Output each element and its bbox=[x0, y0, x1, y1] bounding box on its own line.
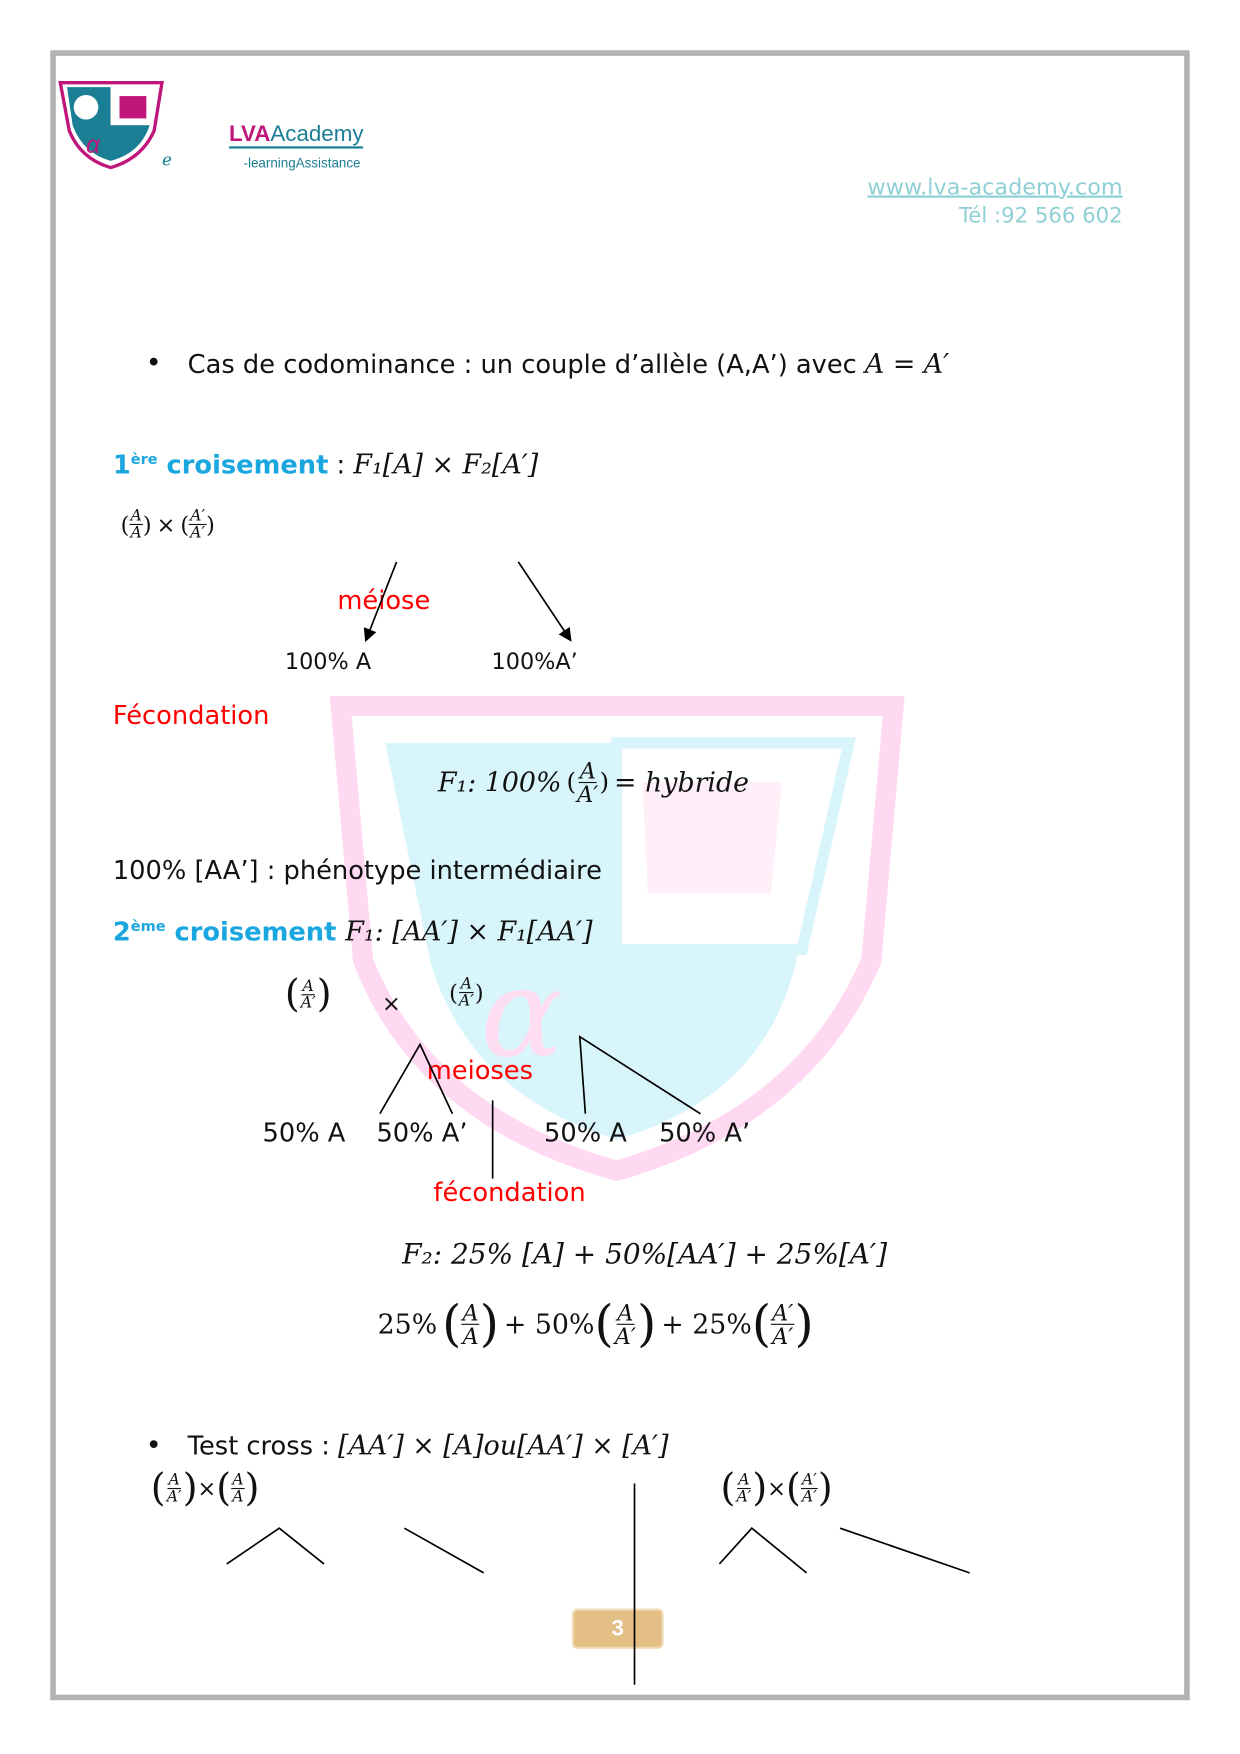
branch-line bbox=[379, 1042, 454, 1115]
page-number-badge: 3 bbox=[571, 1608, 664, 1649]
times-sign: × bbox=[197, 1474, 217, 1502]
fraction-num: A bbox=[461, 1299, 480, 1326]
fraction-den: A bbox=[130, 523, 142, 542]
bullet-math: A = A′ bbox=[864, 348, 950, 380]
cross1-colon: : bbox=[328, 451, 354, 481]
bullet-text: Test cross : bbox=[187, 1432, 339, 1462]
times-sign: × bbox=[156, 511, 176, 538]
fraction-num: A bbox=[616, 1299, 635, 1326]
codominance-bullet: Cas de codominance : un couple d’allèle … bbox=[188, 349, 950, 380]
cross2-label: croisement bbox=[165, 918, 346, 948]
academy-logo: α bbox=[58, 80, 164, 170]
times-sign: × bbox=[767, 1474, 786, 1502]
cross2-heading: 2ème croisement F₁: [AA′] × F₁[AA′] bbox=[113, 916, 593, 947]
genotype-pct: + 25% bbox=[661, 1308, 752, 1340]
phone-number: Tél :92 566 602 bbox=[958, 203, 1123, 228]
gamete: 50% A bbox=[262, 1119, 346, 1149]
fraction-den: A′ bbox=[801, 1487, 817, 1506]
meiosis-label: méiose bbox=[337, 586, 431, 616]
gamete: 50% A bbox=[544, 1119, 627, 1149]
fraction-den: A bbox=[232, 1487, 244, 1506]
bullet-icon: • bbox=[148, 344, 159, 378]
fraction-num: A bbox=[167, 1470, 181, 1489]
fraction-den: A′ bbox=[300, 993, 316, 1012]
fraction-num: A bbox=[459, 975, 474, 994]
f2-phenotypes: F₂: 25% [A] + 50%[AA′] + 25%[A′] bbox=[402, 1237, 888, 1271]
bullet-text: Cas de codominance : un couple d’allèle … bbox=[187, 350, 865, 380]
cross2-num: 2 bbox=[112, 918, 131, 948]
cross1-sup: ère bbox=[130, 451, 158, 469]
cross2-formula: F₁: [AA′] × F₁[AA′] bbox=[345, 916, 593, 948]
fraction-den: A′ bbox=[458, 991, 474, 1010]
genotype-pct: + 50% bbox=[503, 1308, 595, 1340]
cross1-num: 1 bbox=[112, 451, 131, 481]
fraction-den: A′ bbox=[614, 1322, 636, 1350]
arrow-line bbox=[363, 561, 398, 643]
gamete: 50% A’ bbox=[376, 1119, 468, 1149]
times-sign: × bbox=[382, 989, 401, 1017]
genotype-pct: 25% bbox=[377, 1308, 438, 1340]
gamete: 50% A’ bbox=[659, 1119, 751, 1149]
branch-line bbox=[839, 1527, 970, 1574]
fraction-num: A′ bbox=[771, 1299, 795, 1326]
arrow-line bbox=[517, 561, 572, 642]
fraction-den: A′ bbox=[736, 1487, 752, 1506]
gamete-2: 100%A’ bbox=[491, 647, 578, 675]
brand-lva: LVA bbox=[229, 121, 271, 147]
gamete-1: 100% A bbox=[284, 647, 372, 675]
fraction-num: A bbox=[578, 757, 597, 785]
fraction-den: A bbox=[462, 1322, 479, 1350]
brand-tagline: -learningAssistance bbox=[243, 155, 361, 171]
fertilization-label-2: fécondation bbox=[433, 1178, 586, 1208]
branch-line bbox=[226, 1527, 325, 1565]
fraction-num: A bbox=[737, 1470, 751, 1489]
meioses-label: meioses bbox=[426, 1056, 534, 1086]
branch-line bbox=[578, 1035, 701, 1115]
fraction-num: A bbox=[231, 1470, 245, 1489]
fraction-den: A′ bbox=[166, 1487, 182, 1506]
fraction-num: A′ bbox=[189, 507, 207, 526]
website-link[interactable]: www.lva-academy.com bbox=[867, 173, 1123, 200]
branch-line bbox=[403, 1527, 485, 1574]
fraction-num: A bbox=[129, 507, 143, 526]
phenotype-line: 100% [AA’] : phénotype intermédiaire bbox=[112, 856, 602, 886]
fraction-den: A′ bbox=[577, 780, 599, 808]
page-border bbox=[50, 50, 1190, 1701]
branch-line bbox=[718, 1527, 808, 1574]
fraction-den: A′ bbox=[772, 1322, 794, 1350]
fertilization-label: Fécondation bbox=[112, 701, 270, 731]
svg-text:α: α bbox=[480, 942, 563, 1085]
cross1-formula: F₁[A] × F₂[A′] bbox=[353, 449, 539, 481]
f1-prefix: F₁: 100% bbox=[437, 766, 562, 799]
brand-name: LVAAcademy bbox=[229, 121, 364, 149]
cross2-sup: ème bbox=[130, 918, 166, 936]
fraction-den: A′ bbox=[190, 523, 206, 542]
bullet-icon: • bbox=[148, 1426, 159, 1461]
logo-letter: e bbox=[161, 149, 172, 170]
svg-text:α: α bbox=[86, 132, 101, 159]
brand-academy: Academy bbox=[270, 121, 364, 147]
cross1-label: croisement bbox=[157, 451, 329, 481]
fraction-num: A′ bbox=[800, 1470, 818, 1489]
bullet-math: [AA′] × [A]ou[AA′] × [A′] bbox=[338, 1429, 669, 1462]
cross1-heading: 1ère croisement : F₁[A] × F₂[A′] bbox=[113, 449, 538, 480]
fraction-num: A bbox=[301, 976, 315, 995]
f1-suffix: = hybride bbox=[614, 766, 750, 799]
test-cross-bullet: Test cross : [AA′] × [A]ou[AA′] × [A′] bbox=[188, 1430, 669, 1461]
